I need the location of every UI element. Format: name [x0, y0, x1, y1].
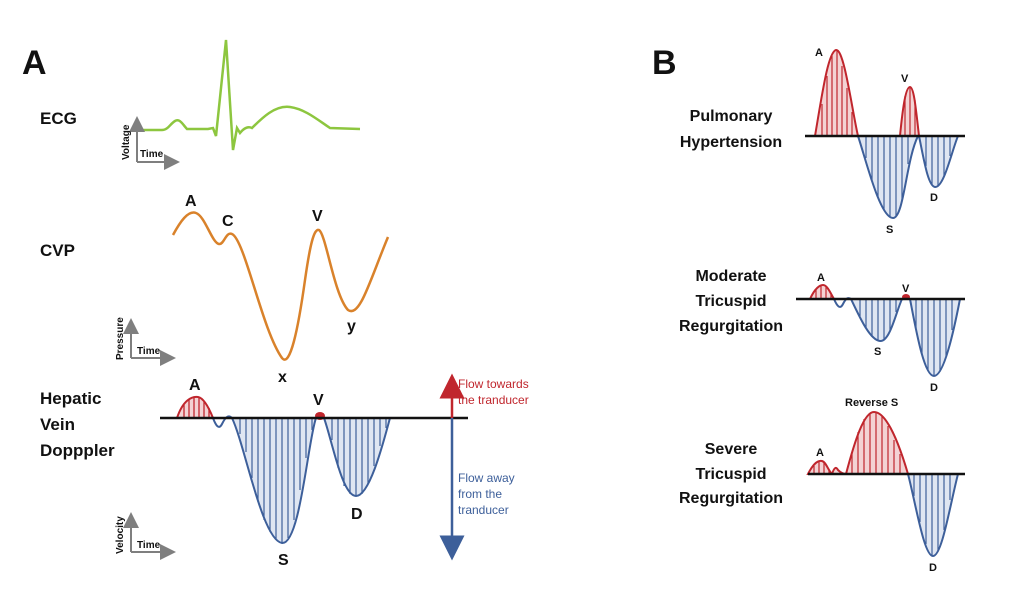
ecg-axis-y: Voltage: [121, 124, 132, 160]
severe-wave-d: D: [929, 562, 937, 574]
cvp-wave-y: y: [347, 318, 356, 335]
legend-towards-line-2: the tranducer: [458, 393, 529, 407]
legend-away-line-3: tranducer: [458, 503, 509, 517]
cvp-trace: [171, 211, 390, 361]
moderate-label-line-2: Tricuspid: [695, 293, 766, 310]
doppler-wave-d: D: [351, 506, 363, 523]
severe-label-line-3: Regurgitation: [679, 490, 783, 507]
severe-label-line-2: Tricuspid: [695, 466, 766, 483]
panel-a-letter: A: [22, 44, 47, 82]
pulmonary-wave-d: D: [930, 192, 938, 204]
ecg-label: ECG: [40, 109, 77, 128]
doppler-wave-a: A: [189, 377, 201, 394]
doppler-axis-x: Time: [137, 540, 161, 551]
doppler-axes: Velocity Time: [115, 512, 176, 560]
cvp-axes: Pressure Time: [115, 317, 176, 366]
doppler-label-line-2: Vein: [40, 415, 75, 434]
doppler-wave-v: V: [313, 392, 324, 409]
pulmonary-wave-a: A: [815, 47, 823, 59]
legend-away-line-2: from the: [458, 487, 502, 501]
cvp-wave-v: V: [312, 208, 323, 225]
pulmonary-wave-s: S: [886, 224, 893, 236]
pulmonary-trace: [813, 48, 960, 220]
legend-away-line-1: Flow away: [458, 471, 515, 485]
ecg-axis-x: Time: [140, 149, 164, 160]
panel-b-letter: B: [652, 44, 677, 82]
cvp-axis-y: Pressure: [115, 317, 126, 360]
doppler-label-line-1: Hepatic: [40, 389, 101, 408]
moderate-wave-s: S: [874, 346, 881, 358]
cvp-wave-c: C: [222, 213, 234, 230]
ecg-trace: [140, 39, 361, 151]
pulmonary-label-line-2: Hypertension: [680, 134, 782, 151]
doppler-s-d-hatching: [239, 418, 387, 542]
pulmonary-wave-v: V: [901, 73, 909, 85]
cvp-label: CVP: [40, 241, 75, 260]
cvp-axis-x: Time: [137, 346, 161, 357]
doppler-label-line-3: Dopppler: [40, 441, 115, 460]
moderate-wave-d: D: [930, 382, 938, 394]
moderate-label-line-1: Moderate: [695, 268, 766, 285]
cvp-wave-x: x: [278, 369, 287, 386]
severe-label-line-1: Severe: [705, 441, 758, 458]
cvp-wave-a: A: [185, 193, 197, 210]
moderate-label-line-3: Regurgitation: [679, 318, 783, 335]
severe-trace: [806, 410, 960, 558]
moderate-wave-v: V: [902, 283, 910, 295]
doppler-axis-y: Velocity: [115, 516, 126, 554]
pulmonary-label-line-1: Pulmonary: [690, 108, 773, 125]
doppler-wave-s: S: [278, 552, 289, 569]
doppler-a-hatching: [183, 398, 210, 418]
ecg-axes: Voltage Time: [121, 116, 180, 170]
moderate-wave-a: A: [817, 272, 825, 284]
severe-wave-a: A: [816, 447, 824, 459]
doppler-trace: [175, 395, 392, 545]
severe-wave-reverse-s: Reverse S: [845, 397, 898, 409]
legend-towards-line-1: Flow towards: [458, 377, 529, 391]
